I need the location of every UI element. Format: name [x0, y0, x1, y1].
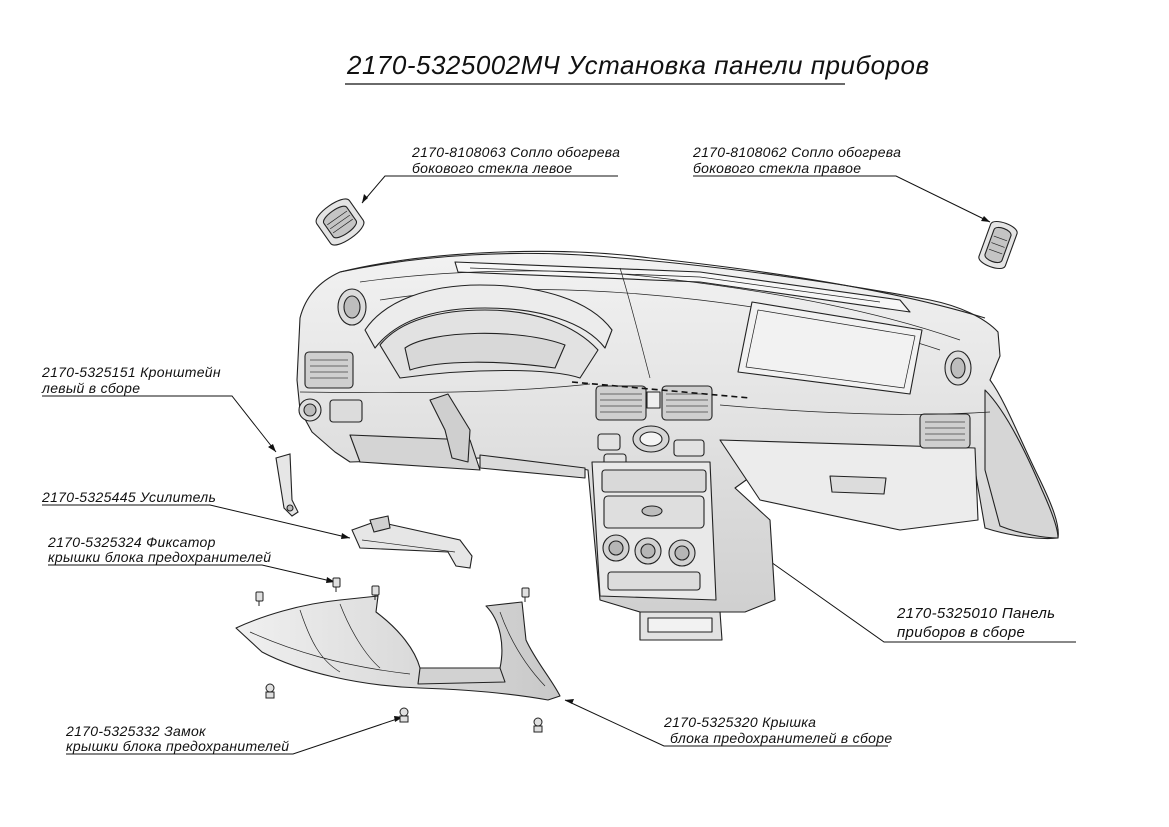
- steering-bracket: [429, 393, 471, 463]
- left-vent-slats: [310, 359, 348, 379]
- label-panel-line1: 2170-5325010 Панель: [897, 605, 1056, 622]
- clip-1: [255, 591, 264, 606]
- right-side-shell: [984, 389, 1059, 539]
- hazard-switch: [646, 391, 661, 409]
- nozzle-right-part: [978, 220, 1018, 270]
- leader-nozzle-left: [361, 175, 618, 204]
- center-vent-slats: [600, 393, 708, 413]
- label-bracket-left-line1: 2170-5325151 Кронштейн: [42, 364, 221, 380]
- reinforcement-part: [351, 515, 473, 569]
- button-left-1: [597, 433, 621, 451]
- label-lock-line1: 2170-5325332 Замок: [66, 723, 206, 739]
- left-vent: [304, 351, 354, 389]
- leader-lines: [42, 175, 1076, 755]
- left-round-vent-inner: [343, 295, 361, 319]
- passenger-display-window: [737, 301, 923, 395]
- label-lid-line1: 2170-5325320 Крышка: [664, 714, 817, 730]
- panel-top-lip: [339, 250, 986, 319]
- cluster-face: [404, 332, 566, 371]
- lock-1: [265, 683, 275, 699]
- leader-panel: [736, 537, 1076, 643]
- instrument-panel: [296, 250, 1059, 641]
- label-retainer-line2: крышки блока предохранителей: [48, 549, 272, 565]
- leader-arrows: [268, 194, 990, 722]
- steering-support: [349, 434, 481, 471]
- label-lid-line2: блока предохранителей в сборе: [670, 730, 893, 746]
- clips: [255, 577, 543, 733]
- radio-slot: [601, 469, 707, 493]
- leader-nozzle-right: [693, 175, 991, 223]
- dash-contour-2: [619, 267, 651, 379]
- leader-lock: [66, 716, 404, 755]
- clip-2: [371, 585, 380, 600]
- arrow-reinforcement: [341, 533, 350, 539]
- lock-2: [399, 707, 409, 723]
- label-nozzle-right-line2: бокового стекла правое: [693, 160, 862, 176]
- leader-lid: [564, 699, 888, 747]
- cluster-hood: [364, 284, 613, 349]
- label-nozzle-left-line1: 2170-8108063 Сопло обогрева: [412, 144, 621, 160]
- cross-beam: [479, 454, 586, 479]
- leader-bracket-left: [42, 395, 277, 453]
- arrow-nozzle-left: [362, 194, 368, 203]
- arrow-bracket-left: [268, 444, 276, 452]
- label-nozzle-right-line1: 2170-8108062 Сопло обогрева: [693, 144, 902, 160]
- leader-reinforcement: [42, 504, 351, 539]
- left-switch-block: [329, 399, 363, 423]
- clip-3: [521, 587, 530, 602]
- label-panel-line2: приборов в сборе: [897, 624, 1026, 641]
- retainer-clip: [332, 577, 341, 592]
- lock-3: [533, 717, 543, 733]
- button-right-1: [673, 439, 705, 457]
- arrow-nozzle-right: [981, 216, 990, 222]
- center-vent-right: [661, 385, 713, 421]
- dash-contour-1: [359, 270, 961, 341]
- bracket-left-part: [275, 453, 299, 517]
- label-lock-line2: крышки блока предохранителей: [66, 738, 290, 754]
- right-vent: [919, 413, 971, 449]
- label-retainer-line1: 2170-5325324 Фиксатор: [48, 534, 216, 550]
- console-badge: [641, 505, 663, 517]
- label-nozzle-left-line2: бокового стекла левое: [412, 160, 573, 176]
- arrow-lid: [565, 699, 574, 704]
- label-reinforcement: 2170-5325445 Усилитель: [42, 489, 217, 505]
- leader-retainer: [48, 564, 336, 583]
- glovebox-handle: [829, 475, 887, 495]
- ashtray: [607, 571, 701, 591]
- drawing-title: 2170-5325002МЧ Установка панели приборов: [347, 50, 930, 80]
- label-bracket-left-line2: левый в сборе: [42, 380, 141, 396]
- fuse-box-lid-part: [235, 595, 561, 701]
- center-vent-left: [595, 385, 647, 421]
- defroster-slot: [454, 261, 911, 313]
- nozzle-left-part: [315, 198, 365, 246]
